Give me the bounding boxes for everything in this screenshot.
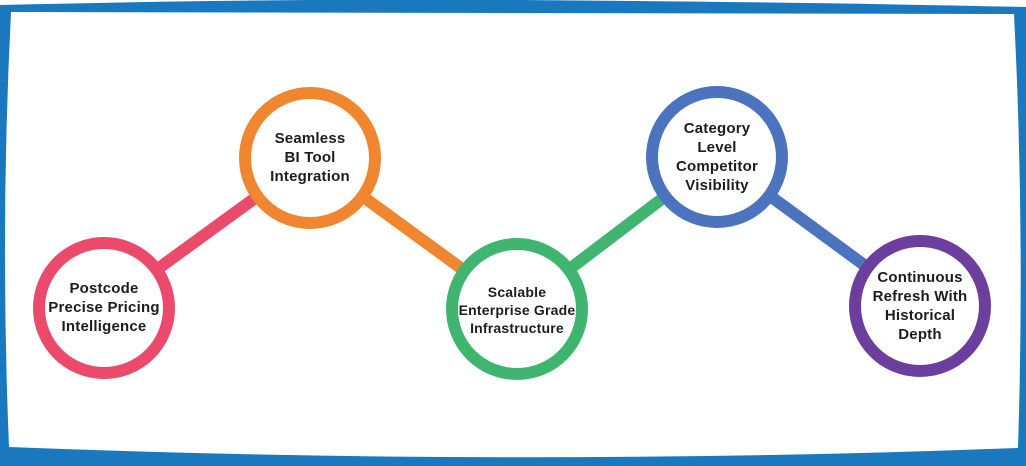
node-label-line: Competitor [676, 158, 758, 175]
node-circle-postcode-precise-pricing-intelligence [33, 237, 175, 379]
node-label-line: Depth [898, 326, 942, 343]
node-label-line: Integration [270, 168, 350, 185]
node-label-seamless-bi-tool-integration: Seamless BI Tool Integration [244, 129, 376, 186]
node-label-line: Historical [884, 307, 956, 324]
node-circle-continuous-refresh-with-historical-depth [849, 235, 991, 377]
node-label-postcode-precise-pricing-intelligence: Postcode Precise Pricing Intelligence [38, 279, 170, 336]
node-label-line: BI Tool [284, 149, 336, 166]
node-label-line: Category [683, 120, 751, 137]
node-label-line: Seamless [274, 130, 346, 147]
node-label-line: Postcode [69, 280, 139, 297]
node-circle-seamless-bi-tool-integration [239, 87, 381, 229]
node-label-continuous-refresh-with-historical-depth: Continuous Refresh With Historical Depth [854, 268, 986, 344]
node-label-category-level-competitor-visibility: Category Level Competitor Visibility [651, 119, 783, 195]
node-label-line: Intelligence [61, 318, 147, 335]
node-label-line: Infrastructure [470, 320, 564, 336]
node-label-line: Scalable [487, 284, 547, 300]
node-circle-scalable-enterprise-grade-infrastructure [446, 238, 588, 380]
node-label-line: Precise Pricing [48, 299, 160, 316]
node-label-line: Level [697, 139, 737, 156]
node-circle-category-level-competitor-visibility [646, 86, 788, 228]
node-label-line: Enterprise Grade [458, 302, 576, 318]
node-label-line: Visibility [685, 177, 749, 194]
node-label-scalable-enterprise-grade-infrastructure: Scalable Enterprise Grade Infrastructure [451, 283, 583, 337]
node-label-line: Continuous [877, 269, 963, 286]
node-label-line: Refresh With [872, 288, 968, 305]
